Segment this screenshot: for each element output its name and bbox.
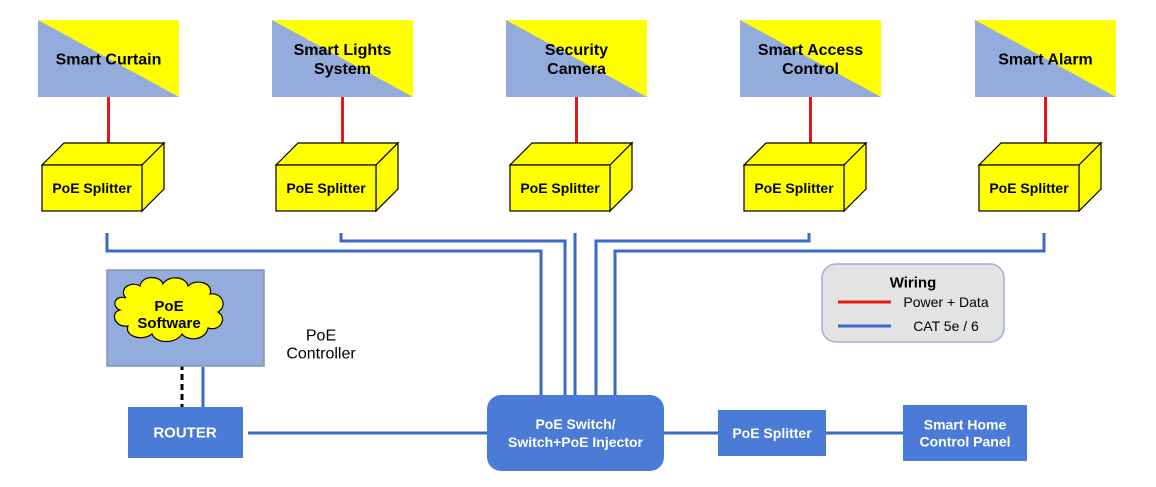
splitter-front xyxy=(743,164,845,212)
device-highlight xyxy=(38,20,179,97)
device-highlight xyxy=(272,20,413,97)
cloud-label: PoE xyxy=(154,298,183,315)
switch-box xyxy=(487,395,664,471)
router: ROUTER xyxy=(128,407,243,458)
control-panel-box xyxy=(903,405,1027,461)
device-label: Smart Lights xyxy=(294,42,392,59)
device-label: System xyxy=(314,61,371,78)
router-box xyxy=(128,407,243,458)
panel-poe-splitter: PoE Splitter xyxy=(718,410,826,456)
legend-item-2: CAT 5e / 6 xyxy=(913,318,979,334)
poe-switch: PoE Switch/Switch+PoE Injector xyxy=(487,395,664,471)
poe-splitter-1: PoE Splitter xyxy=(40,141,166,213)
legend-title: Wiring xyxy=(890,275,937,292)
software-cloud-icon xyxy=(113,276,224,343)
splitter-label: PoE Splitter xyxy=(989,180,1069,196)
device-highlight xyxy=(975,20,1116,97)
splitter-front xyxy=(41,164,143,212)
control-panel-label: Smart Home xyxy=(924,417,1007,433)
device-1: Smart Curtain xyxy=(38,20,179,97)
poe-splitter-3: PoE Splitter xyxy=(508,141,634,213)
splitter-label: PoE Splitter xyxy=(52,180,132,196)
switch-label: Switch+PoE Injector xyxy=(508,434,644,450)
device-label: Smart Alarm xyxy=(998,52,1093,69)
panel-splitter-box xyxy=(718,410,826,456)
device-label: Control xyxy=(782,61,839,78)
device-5: Smart Alarm xyxy=(975,20,1116,97)
poe-splitter-4: PoE Splitter xyxy=(742,141,868,213)
splitter-front xyxy=(509,164,611,212)
control-panel-label: Control Panel xyxy=(919,434,1010,450)
device-label: Smart Curtain xyxy=(56,52,162,69)
controller-caption: Controller xyxy=(286,346,356,363)
splitter-label: PoE Splitter xyxy=(520,180,600,196)
device-label: Security xyxy=(545,42,608,59)
device-label: Camera xyxy=(547,61,606,78)
cloud-label: Software xyxy=(137,315,200,332)
legend-item-1: Power + Data xyxy=(903,294,988,310)
poe-splitter-5: PoE Splitter xyxy=(977,141,1103,213)
cat-wire-2 xyxy=(339,233,567,395)
splitter-front xyxy=(978,164,1080,212)
cat-wire-5 xyxy=(613,233,1046,395)
splitter-label: PoE Splitter xyxy=(286,180,366,196)
router-label: ROUTER xyxy=(153,425,217,442)
controller-caption: PoE xyxy=(306,328,336,345)
poe-splitter-2: PoE Splitter xyxy=(274,141,400,213)
switch-label: PoE Switch/ xyxy=(535,416,615,432)
device-highlight xyxy=(740,20,881,97)
cat-wire-4 xyxy=(594,233,811,395)
splitter-label: PoE Splitter xyxy=(754,180,834,196)
cat-wire-1 xyxy=(105,233,543,395)
device-highlight xyxy=(506,20,647,97)
panel-splitter-label: PoE Splitter xyxy=(732,425,812,441)
wires-layer xyxy=(105,97,1047,435)
device-label: Smart Access xyxy=(758,42,863,59)
splitter-front xyxy=(275,164,377,212)
legend-box xyxy=(821,263,1005,343)
